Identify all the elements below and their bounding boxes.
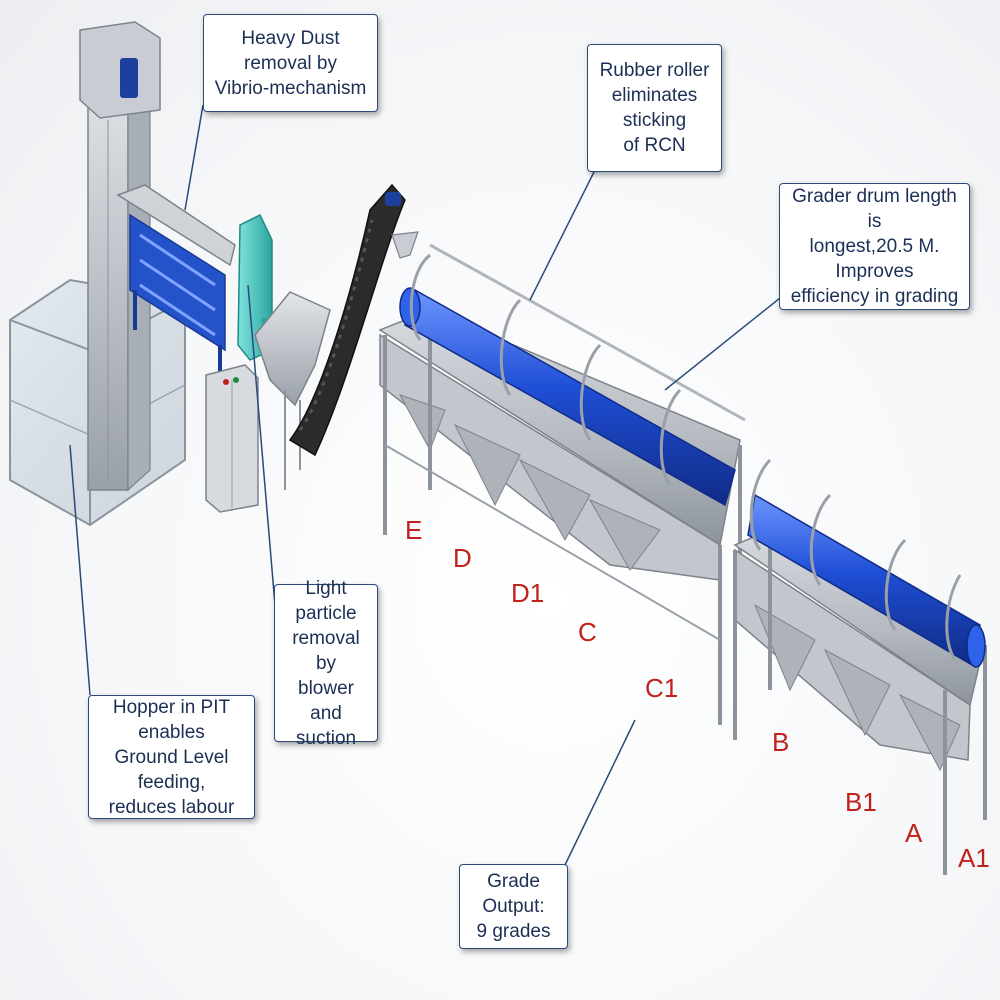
callout-heavy-dust: Heavy Dust removal by Vibrio-mechanism [203, 14, 378, 112]
vibro-screen [116, 184, 236, 385]
callout-grade-output: Grade Output: 9 grades [459, 864, 568, 949]
callout-rubber-roller: Rubber roller eliminates sticking of RCN [587, 44, 722, 172]
leader-lines [69, 104, 791, 866]
grade-label-c: C [578, 617, 597, 647]
grade-label-d1: D1 [511, 578, 545, 608]
grader-section-long [378, 243, 746, 725]
grade-label-d: D [453, 543, 472, 573]
grade-label-a: A [905, 818, 923, 848]
cleated-conveyor [288, 183, 419, 457]
feed-hopper [254, 291, 331, 490]
grade-label-b: B [772, 727, 790, 757]
callout-grader-drum: Grader drum length is longest,20.5 M. Im… [779, 183, 970, 310]
grader-section-short [733, 458, 987, 875]
grade-label-e: E [405, 515, 423, 545]
callout-hopper-pit: Hopper in PIT enables Ground Level feedi… [88, 695, 255, 819]
grade-label-c1: C1 [645, 673, 679, 703]
control-panel [205, 364, 259, 513]
callout-light-particle: Light particle removal by blower and suc… [274, 578, 378, 749]
grade-label-a1: A1 [958, 843, 990, 873]
grade-label-b1: B1 [845, 787, 877, 817]
